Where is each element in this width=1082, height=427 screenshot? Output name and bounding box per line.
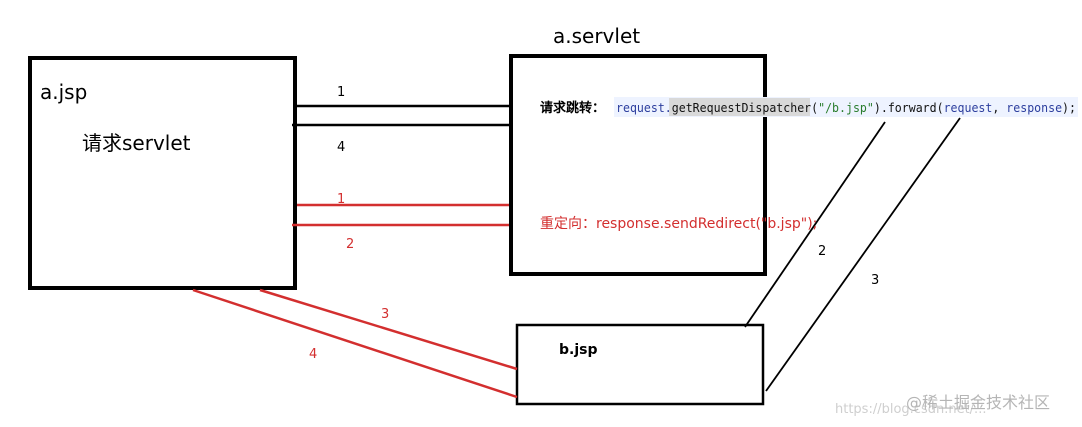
a-servlet-box bbox=[509, 54, 767, 276]
redirect-step-4-label: 4 bbox=[309, 347, 317, 362]
code-part-request: request. bbox=[616, 101, 672, 115]
watermark-brand: @稀土掘金技术社区 bbox=[906, 393, 1050, 412]
a-servlet-node: a.servlet bbox=[509, 24, 767, 276]
redirect-arrow-4 bbox=[192, 288, 518, 399]
redirect-label: 重定向：response.sendRedirect("b.jsp"); bbox=[540, 216, 817, 232]
b-jsp-node: b.jsp bbox=[515, 323, 765, 406]
b-jsp-box bbox=[515, 323, 765, 406]
forward-step-3-label: 3 bbox=[871, 273, 879, 288]
code-part-end: ); bbox=[1062, 101, 1076, 115]
code-part-forward: ).forward( bbox=[874, 101, 944, 115]
code-highlight bbox=[669, 98, 810, 116]
forward-code-annotation: 请求跳转： request.getRequestDispatcher("/b.j… bbox=[540, 97, 1078, 117]
forward-arrow-2 bbox=[744, 121, 886, 328]
redirect-step-2-label: 2 bbox=[346, 237, 354, 252]
forward-step-4-label: 4 bbox=[337, 140, 345, 155]
code-part-method: getRequestDispatcher bbox=[672, 101, 811, 115]
code-part-arg-response: response bbox=[1006, 101, 1062, 115]
forward-arrow-3 bbox=[765, 117, 961, 392]
a-jsp-body: 请求servlet bbox=[82, 131, 191, 155]
a-jsp-box bbox=[28, 56, 297, 290]
forward-code: request.getRequestDispatcher("/b.jsp").f… bbox=[616, 101, 1076, 115]
code-part-comma: , bbox=[992, 101, 1006, 115]
watermark-url: https://blog.csdn.net/... bbox=[835, 402, 986, 417]
forward-step-2-label: 2 bbox=[818, 244, 826, 259]
code-part-paren: ( bbox=[811, 101, 818, 115]
b-jsp-title: b.jsp bbox=[559, 342, 598, 358]
redirect-annotation: 重定向：response.sendRedirect("b.jsp"); bbox=[540, 216, 817, 232]
a-servlet-title: a.servlet bbox=[553, 24, 640, 48]
redirect-flow: 1 2 3 4 bbox=[192, 192, 518, 399]
forward-flow: 1 4 2 3 bbox=[292, 85, 961, 392]
watermark: https://blog.csdn.net/... @稀土掘金技术社区 bbox=[835, 393, 1050, 417]
redirect-label-text: 重定向： bbox=[540, 216, 596, 232]
redirect-step-3-label: 3 bbox=[381, 307, 389, 322]
redirect-arrow-3 bbox=[259, 288, 518, 371]
code-part-arg-request: request bbox=[944, 101, 993, 115]
redirect-code: response.sendRedirect("b.jsp"); bbox=[596, 216, 817, 232]
redirect-step-1-label: 1 bbox=[337, 192, 345, 207]
code-part-path: "/b.jsp" bbox=[818, 101, 874, 115]
forward-step-1-label: 1 bbox=[337, 85, 345, 100]
forward-label: 请求跳转： bbox=[540, 100, 605, 116]
a-jsp-title: a.jsp bbox=[40, 80, 87, 104]
a-jsp-node: a.jsp 请求servlet bbox=[28, 56, 297, 290]
